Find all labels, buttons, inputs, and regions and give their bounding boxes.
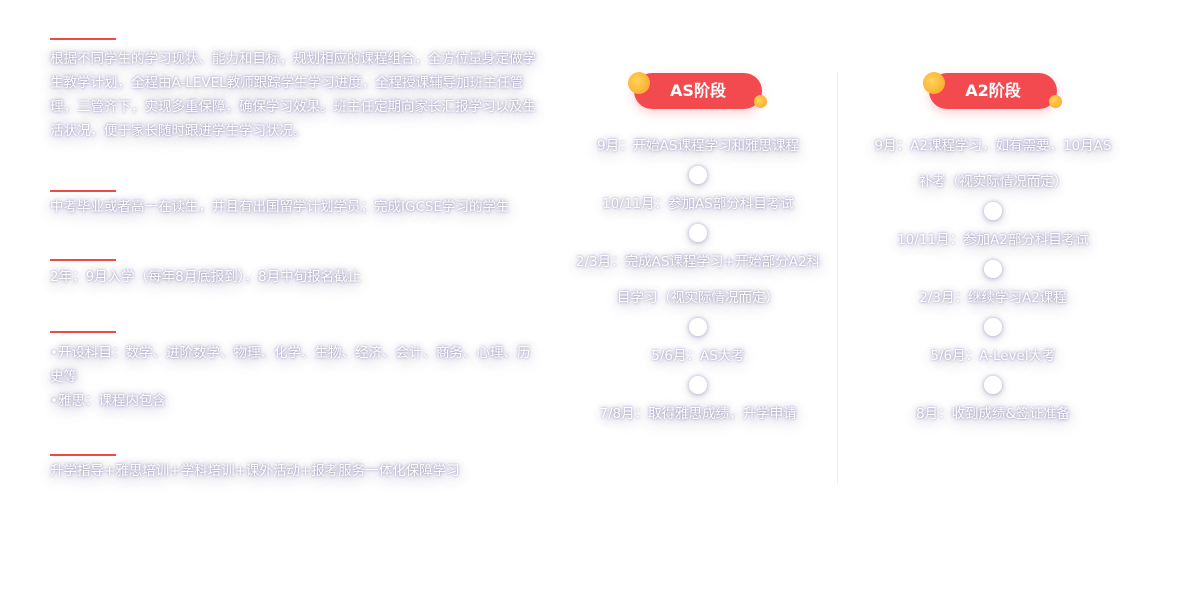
as-step: 7/8月：取得雅思成绩，升学申请: [599, 406, 797, 422]
subjects: •开设科目：数学、进阶数学、物理、化学、生物、经济、会计、商务、心理、历史等 •…: [50, 341, 540, 413]
duration: 2年；9月入学（每年8月底报到），8月中旬报名截止: [50, 265, 540, 289]
target-text: 中考毕业或者高一在读生，并且有出国留学计划学员；完成IGCSE学习的学生: [50, 199, 510, 215]
section-divider: [50, 331, 116, 333]
section-divider: [50, 454, 116, 456]
a2-step: 5/6月：A-Level大考: [930, 348, 1056, 364]
chevron-down-circle-icon: [689, 318, 707, 336]
a2-stage-badge: A2阶段: [929, 73, 1057, 109]
a2-step: 10/11月：参加A2部分科目考试: [897, 232, 1089, 248]
program-intro: 根据不同学生的学习现状、能力和目标，规划相应的课程组合，全方位量身定做学生教学计…: [50, 47, 540, 143]
section-divider: [50, 38, 116, 40]
as-stage-header: AS阶段: [573, 72, 823, 112]
decor-dot: [923, 72, 945, 94]
chevron-down-circle-icon: [984, 376, 1002, 394]
as-step: 9月：开始AS课程学习和雅思课程: [597, 138, 799, 154]
chevron-down-circle-icon: [689, 376, 707, 394]
chevron-down-circle-icon: [689, 224, 707, 242]
section-divider: [50, 259, 116, 261]
a2-step: 2/3月：继续学习A2课程: [919, 290, 1067, 306]
a2-stage-column: A2阶段 9月：A2课程学习，如有需要，10月AS补考（视实际情况而定） 10/…: [868, 72, 1118, 432]
a2-step: 9月：A2课程学习，如有需要，10月AS补考（视实际情况而定）: [874, 138, 1112, 190]
as-stage-badge: AS阶段: [634, 73, 762, 109]
chevron-down-circle-icon: [984, 202, 1002, 220]
as-step: 2/3月：完成AS课程学习+开始部分A2科目学习（视实际情况而定）: [575, 254, 821, 306]
intro-text: 根据不同学生的学习现状、能力和目标，规划相应的课程组合，全方位量身定做学生教学计…: [50, 51, 536, 139]
section-divider: [50, 190, 116, 192]
chevron-down-circle-icon: [689, 166, 707, 184]
decor-dot: [1049, 95, 1062, 108]
chevron-down-circle-icon: [984, 260, 1002, 278]
decor-dot: [628, 72, 650, 94]
chevron-down-circle-icon: [984, 318, 1002, 336]
services: 升学指导+雅思培训+学科培训+课外活动+报考服务一体化保障学习: [50, 459, 540, 483]
duration-text: 2年；9月入学（每年8月底报到），8月中旬报名截止: [50, 269, 362, 285]
subjects-text: •开设科目：数学、进阶数学、物理、化学、生物、经济、会计、商务、心理、历史等: [50, 345, 531, 385]
a2-stage-header: A2阶段: [868, 72, 1118, 112]
column-divider: [837, 72, 838, 484]
a2-step: 8月：收到成绩&签证准备: [915, 406, 1071, 422]
as-step: 5/6月：AS大考: [651, 348, 745, 364]
decor-dot: [754, 95, 767, 108]
services-text: 升学指导+雅思培训+学科培训+课外活动+报考服务一体化保障学习: [50, 463, 460, 479]
ielts-text: •雅思：课程内包含: [50, 393, 166, 409]
as-step: 10/11月：参加AS部分科目考试: [602, 196, 794, 212]
target-students: 中考毕业或者高一在读生，并且有出国留学计划学员；完成IGCSE学习的学生: [50, 195, 540, 219]
as-stage-column: AS阶段 9月：开始AS课程学习和雅思课程 10/11月：参加AS部分科目考试 …: [573, 72, 823, 432]
